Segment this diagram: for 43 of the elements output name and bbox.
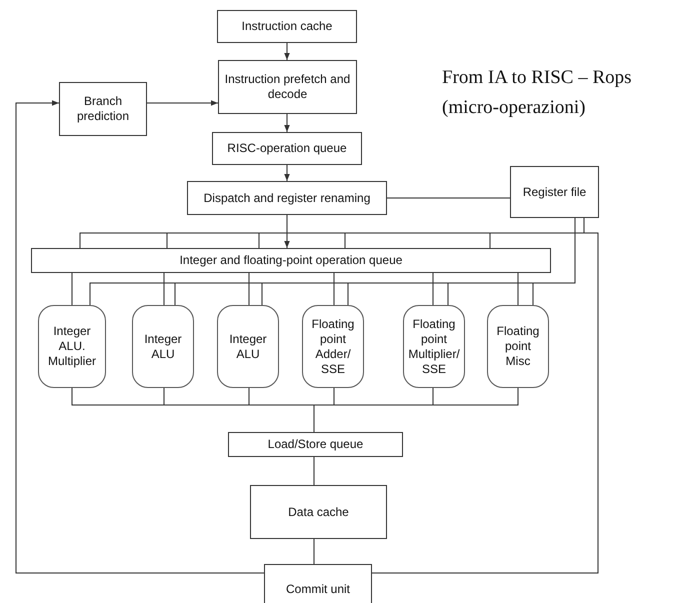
- arrow: [284, 42, 290, 60]
- arrow: [284, 164, 290, 182]
- node-label: Integer ALU: [143, 332, 183, 362]
- process-box: [510, 166, 599, 218]
- process-box: [218, 60, 357, 114]
- node-label: Integer ALU: [228, 332, 268, 362]
- connector-line: [432, 272, 434, 306]
- process-box: [212, 132, 362, 165]
- process-box: [31, 248, 551, 273]
- node-label: Register file: [522, 184, 586, 200]
- node-label: Integer ALU. Multiplier: [47, 324, 97, 369]
- node-label: RISC-operation queue: [227, 141, 347, 156]
- title-note: From IA to RISC – Rops (micro-operazioni): [442, 66, 633, 120]
- connector-line: [532, 218, 576, 306]
- execution-unit: [302, 305, 364, 388]
- arrow: [284, 114, 290, 132]
- connector-line: [314, 388, 518, 432]
- node-label: Floating point Multiplier/ SSE: [408, 316, 460, 376]
- node-label: Instruction prefetch and decode: [224, 72, 352, 102]
- connector-line: [372, 232, 598, 574]
- node-label: Integer and floating-point operation queue: [180, 253, 402, 268]
- execution-unit: [217, 305, 279, 388]
- node-label: Data cache: [288, 504, 349, 520]
- connector-line: [248, 272, 250, 306]
- execution-unit: [403, 305, 465, 388]
- execution-unit: [38, 305, 106, 388]
- process-box: [264, 564, 372, 603]
- process-box: [228, 432, 403, 457]
- execution-unit: [487, 305, 549, 388]
- process-box: [187, 181, 387, 215]
- node-label: Floating point Adder/ SSE: [311, 316, 355, 376]
- node-label: Branch prediction: [76, 94, 130, 124]
- node-label: Dispatch and register renaming: [204, 190, 370, 206]
- process-box: [59, 82, 147, 136]
- process-box: [217, 10, 357, 43]
- arrow: [16, 100, 264, 574]
- node-label: Commit unit: [286, 582, 350, 596]
- arrow: [146, 100, 218, 106]
- node-label: Load/Store queue: [268, 437, 364, 452]
- execution-unit: [132, 305, 194, 388]
- node-label: Floating point Misc: [496, 324, 540, 369]
- node-label: Instruction cache: [242, 19, 332, 34]
- process-box: [250, 485, 387, 539]
